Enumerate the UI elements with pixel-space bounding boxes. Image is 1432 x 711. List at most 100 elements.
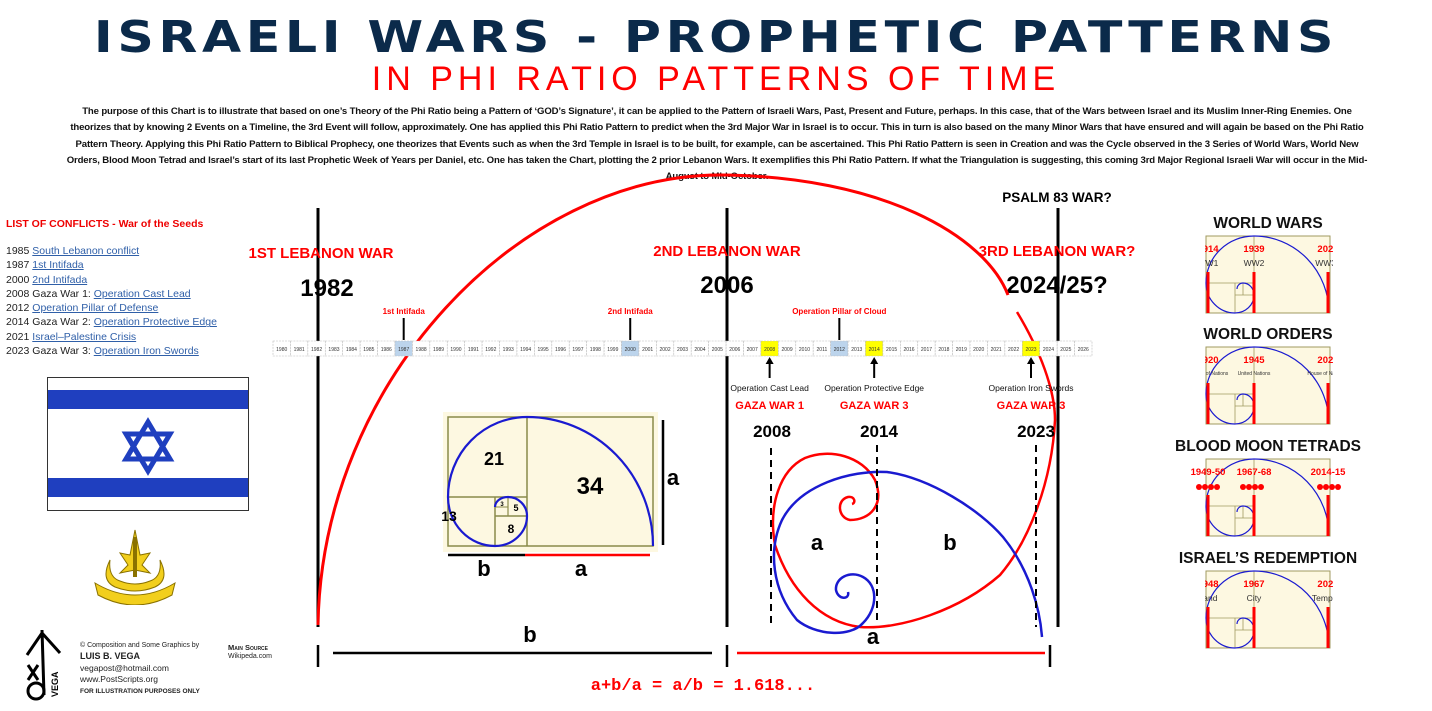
red-marker (1206, 272, 1210, 313)
timeline-year: 1985 (363, 347, 374, 353)
panel-title: ISRAEL’S REDEMPTION (1178, 550, 1358, 567)
timeline-year: 2000 (625, 347, 636, 353)
red-marker (1206, 495, 1210, 536)
blood-moon-dot (1214, 484, 1220, 490)
blood-moon-dot (1252, 484, 1258, 490)
timeline-year: 2019 (956, 347, 967, 353)
timeline-year: 2026 (1078, 347, 1089, 353)
panel-label: Temple? (1312, 593, 1333, 603)
conflict-year: 1987 (6, 259, 30, 272)
panel-title: WORLD ORDERS (1203, 326, 1333, 343)
gaza-war-label: GAZA WAR 3 (840, 400, 909, 412)
timeline-year: 2015 (886, 347, 897, 353)
source-value: Wikipeda.com (228, 653, 272, 660)
panel-label: WW1 (1205, 258, 1219, 268)
red-marker (1326, 383, 1330, 424)
timeline-year: 1982 (311, 347, 322, 353)
conflict-year: 2000 (6, 273, 30, 286)
timeline-year: 2012 (834, 347, 845, 353)
timeline-year: 2017 (921, 347, 932, 353)
war-1-label: 1ST LEBANON WAR (248, 245, 393, 262)
panel-title: WORLD WARS (1213, 215, 1323, 232)
conflict-item: 2000 2nd Intifada (6, 273, 217, 287)
blood-moon-dot (1246, 484, 1252, 490)
phi-formula: a+b/a = a/b = 1.618... (591, 677, 815, 696)
panel-year: 2025 (1317, 579, 1333, 590)
timeline-year: 2006 (729, 347, 740, 353)
bottom-label-b: b (523, 622, 536, 647)
square-13: 13 (441, 508, 457, 524)
red-marker (1252, 272, 1256, 313)
source-title: Main Source (228, 643, 269, 652)
conflict-item: 2023 Gaza War 3: Operation Iron Swords (6, 344, 217, 358)
phi-mini-panel: 191419392025WW1WW2WW3? (1205, 235, 1333, 314)
footer-author: LUIS B. VEGA (80, 651, 141, 661)
square-3: 3 (500, 502, 504, 508)
timeline-year: 2007 (747, 347, 758, 353)
footer-email: vegapost@hotmail.com (80, 663, 169, 673)
arrow-up-icon (1027, 357, 1036, 364)
conflict-year: 2021 (6, 330, 30, 343)
timeline-year: 1984 (346, 347, 357, 353)
blood-moon-dot (1202, 484, 1208, 490)
arrow-up-icon (870, 357, 879, 364)
timeline-year: 1980 (276, 347, 287, 353)
blood-moon-dot (1329, 484, 1335, 490)
conflict-year: 1985 (6, 245, 30, 257)
conflict-list: LIST OF CONFLICTS - War of the Seeds 198… (6, 218, 217, 358)
red-spiral (771, 311, 1057, 629)
conflict-link[interactable]: 2nd Intifada (32, 273, 88, 286)
conflict-link[interactable]: 1st Intifada (32, 259, 84, 272)
blue-spiral (772, 470, 1044, 638)
timeline-year: 1998 (590, 347, 601, 353)
timeline-year: 2002 (660, 347, 671, 353)
spiral-label-a: a (811, 530, 824, 555)
war-2-label: 2ND LEBANON WAR (653, 243, 801, 260)
golden-bottom-a: a (575, 556, 588, 581)
conflict-link[interactable]: Operation Pillar of Defense (32, 302, 159, 315)
timeline-year: 2008 (764, 347, 775, 353)
conflict-list-title: LIST OF CONFLICTS - War of the Seeds (6, 218, 204, 230)
israel-flag (47, 377, 249, 511)
operation-label: Operation Protective Edge (824, 383, 924, 393)
page-title: ISRAELI WARS - PROPHETIC PATTERNS (93, 12, 1339, 63)
event-label-above: 1st Intifada (383, 307, 426, 316)
timeline-year: 2020 (973, 347, 984, 353)
timeline-year: 2024 (1043, 347, 1054, 353)
footer-copyright: © Composition and Some Graphics by (80, 642, 200, 649)
spiral-label-a-bottom: a (867, 624, 880, 649)
operation-label: Operation Cast Lead (730, 383, 809, 393)
intro-paragraph: The purpose of this Chart is to illustra… (66, 106, 1368, 183)
arrow-up-icon (765, 357, 774, 364)
timeline-year: 1986 (381, 347, 392, 353)
panel-year: 1945 (1243, 355, 1265, 366)
red-marker (1252, 607, 1256, 648)
timeline-year: 2009 (781, 347, 792, 353)
conflict-link[interactable]: Operation Cast Lead (93, 287, 191, 300)
panel-year: 1967 (1243, 579, 1264, 590)
conflict-link[interactable]: Operation Protective Edge (93, 316, 217, 329)
war-1-year: 1982 (300, 275, 353, 302)
conflict-prefix: Gaza War 2: (32, 316, 91, 329)
timeline-year: 1996 (555, 347, 566, 353)
timeline-year: 2023 (1025, 347, 1036, 353)
vega-logo: VEGA (25, 629, 62, 701)
timeline-year: 2025 (1060, 347, 1071, 353)
conflict-item: 2014 Gaza War 2: Operation Protective Ed… (6, 315, 217, 329)
conflict-link[interactable]: Israel–Palestine Crisis (32, 330, 137, 343)
red-marker (1326, 495, 1330, 536)
timeline-year: 2003 (677, 347, 688, 353)
timeline-cell (1074, 340, 1093, 357)
golden-bottom-b: b (477, 556, 490, 581)
conflict-link[interactable]: Operation Iron Swords (93, 345, 199, 358)
timeline-year: 2013 (851, 347, 862, 353)
timeline-year: 2018 (938, 347, 949, 353)
conflict-year: 2014 (6, 316, 30, 329)
golden-rectangle: 34 21 13 8 5 3 a b a (441, 412, 680, 581)
panel-label: WW2 (1244, 258, 1265, 268)
conflict-item: 2008 Gaza War 1: Operation Cast Lead (6, 287, 217, 301)
conflict-link[interactable]: South Lebanon conflict (32, 245, 140, 257)
red-marker (1252, 383, 1256, 424)
